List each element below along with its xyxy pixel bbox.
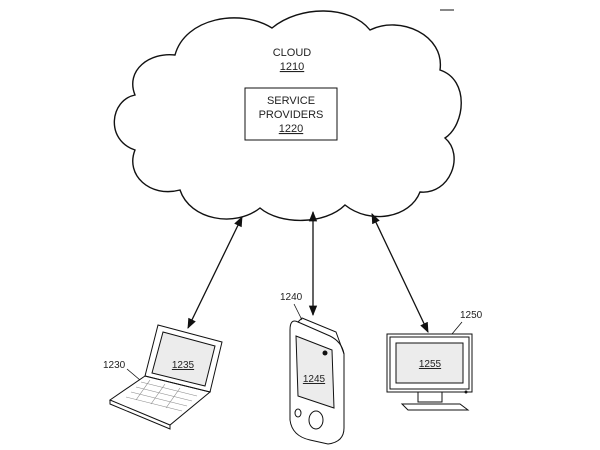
phone-camera-dot <box>322 350 328 356</box>
phone-screen-ref: 1245 <box>303 374 326 385</box>
monitor-leader <box>451 321 463 335</box>
service-providers-box: SERVICE PROVIDERS 1220 <box>244 87 338 141</box>
laptop-base-edge <box>109 400 171 430</box>
monitor-neck <box>417 392 443 403</box>
cloud: CLOUD 1210 SERVICE PROVIDERS 1220 <box>113 10 462 222</box>
phone-side <box>297 317 345 355</box>
service-providers-ref: 1220 <box>279 123 303 135</box>
laptop-keyboard <box>125 379 198 412</box>
cloud-label: CLOUD <box>273 47 312 59</box>
cloud-shape <box>113 10 462 222</box>
laptop-ref: 1230 <box>103 360 126 371</box>
phone-screen <box>295 335 335 409</box>
cloud-ref: 1210 <box>280 61 304 73</box>
monitor-frame <box>386 333 473 393</box>
service-providers-line1: SERVICE <box>267 95 315 107</box>
monitor-cloud-arrow <box>371 213 429 333</box>
monitor-stand <box>400 403 470 411</box>
monitor-power-dot <box>464 390 468 394</box>
service-providers-line2: PROVIDERS <box>259 109 324 121</box>
monitor-screen-ref: 1255 <box>419 359 442 370</box>
monitor-ref: 1250 <box>460 310 483 321</box>
laptop-screen-ref: 1235 <box>172 360 195 371</box>
phone-home-button <box>308 410 324 430</box>
laptop-device: 1230 1235 <box>103 324 223 430</box>
monitor-device: 1250 1255 <box>386 310 483 411</box>
phone-ref: 1240 <box>280 292 303 303</box>
phone-leader <box>293 303 303 321</box>
phone-side-button <box>294 408 302 418</box>
phone-device: 1240 1245 <box>280 292 345 445</box>
laptop-leader <box>126 368 141 381</box>
monitor-screen <box>395 342 464 384</box>
monitor-frame-inner <box>389 336 470 390</box>
laptop-cloud-arrow <box>187 216 243 329</box>
laptop-screen <box>151 331 216 387</box>
